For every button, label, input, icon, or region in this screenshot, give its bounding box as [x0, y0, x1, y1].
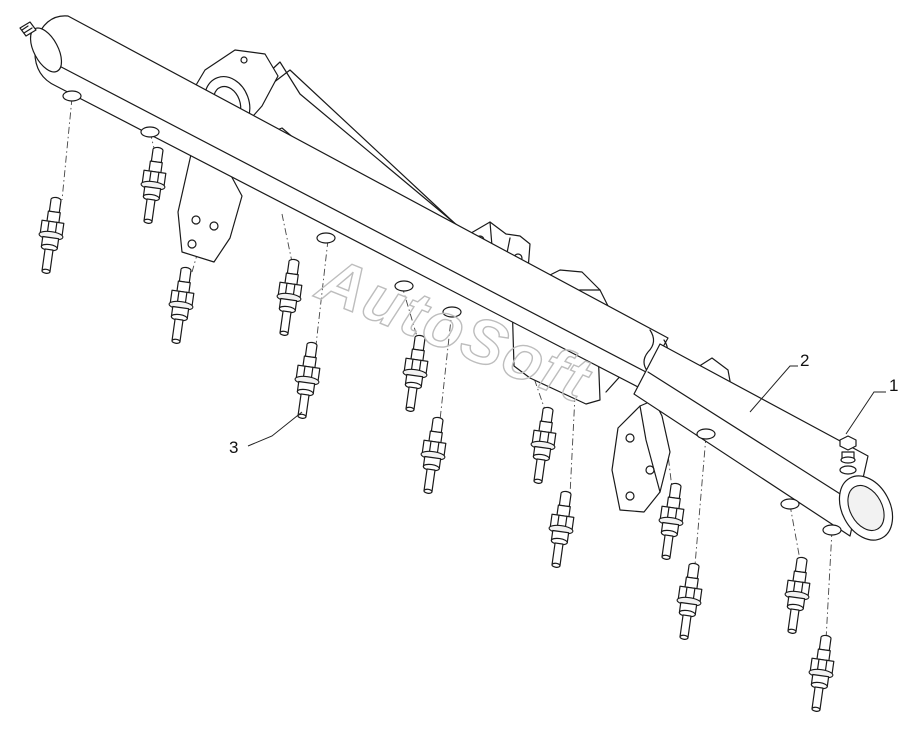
callout-3: 3	[229, 411, 303, 457]
fuel-rail-tube	[29, 15, 894, 541]
callout-3-label: 3	[229, 438, 238, 457]
injector-nozzle	[402, 334, 429, 412]
injector-group	[38, 146, 835, 712]
injector-nozzle	[276, 258, 303, 336]
injector-nozzle	[420, 416, 447, 494]
injector-nozzle	[140, 146, 167, 224]
callout-1: 1	[845, 376, 898, 435]
injector-nozzle	[294, 341, 321, 419]
injector-nozzle	[38, 196, 65, 274]
bleed-screw-part-1	[839, 435, 857, 464]
injector-nozzle	[168, 266, 195, 344]
injector-nozzle	[808, 634, 835, 712]
callout-2: 2	[749, 351, 809, 413]
injector-nozzle	[784, 556, 811, 634]
injector-nozzle	[530, 406, 557, 484]
callout-1-label: 1	[889, 376, 898, 395]
injector-nozzle	[658, 482, 685, 560]
callout-2-label: 2	[800, 351, 809, 370]
injector-nozzle	[676, 562, 703, 640]
end-plug-fitting	[19, 21, 37, 37]
injector-nozzle	[548, 490, 575, 568]
